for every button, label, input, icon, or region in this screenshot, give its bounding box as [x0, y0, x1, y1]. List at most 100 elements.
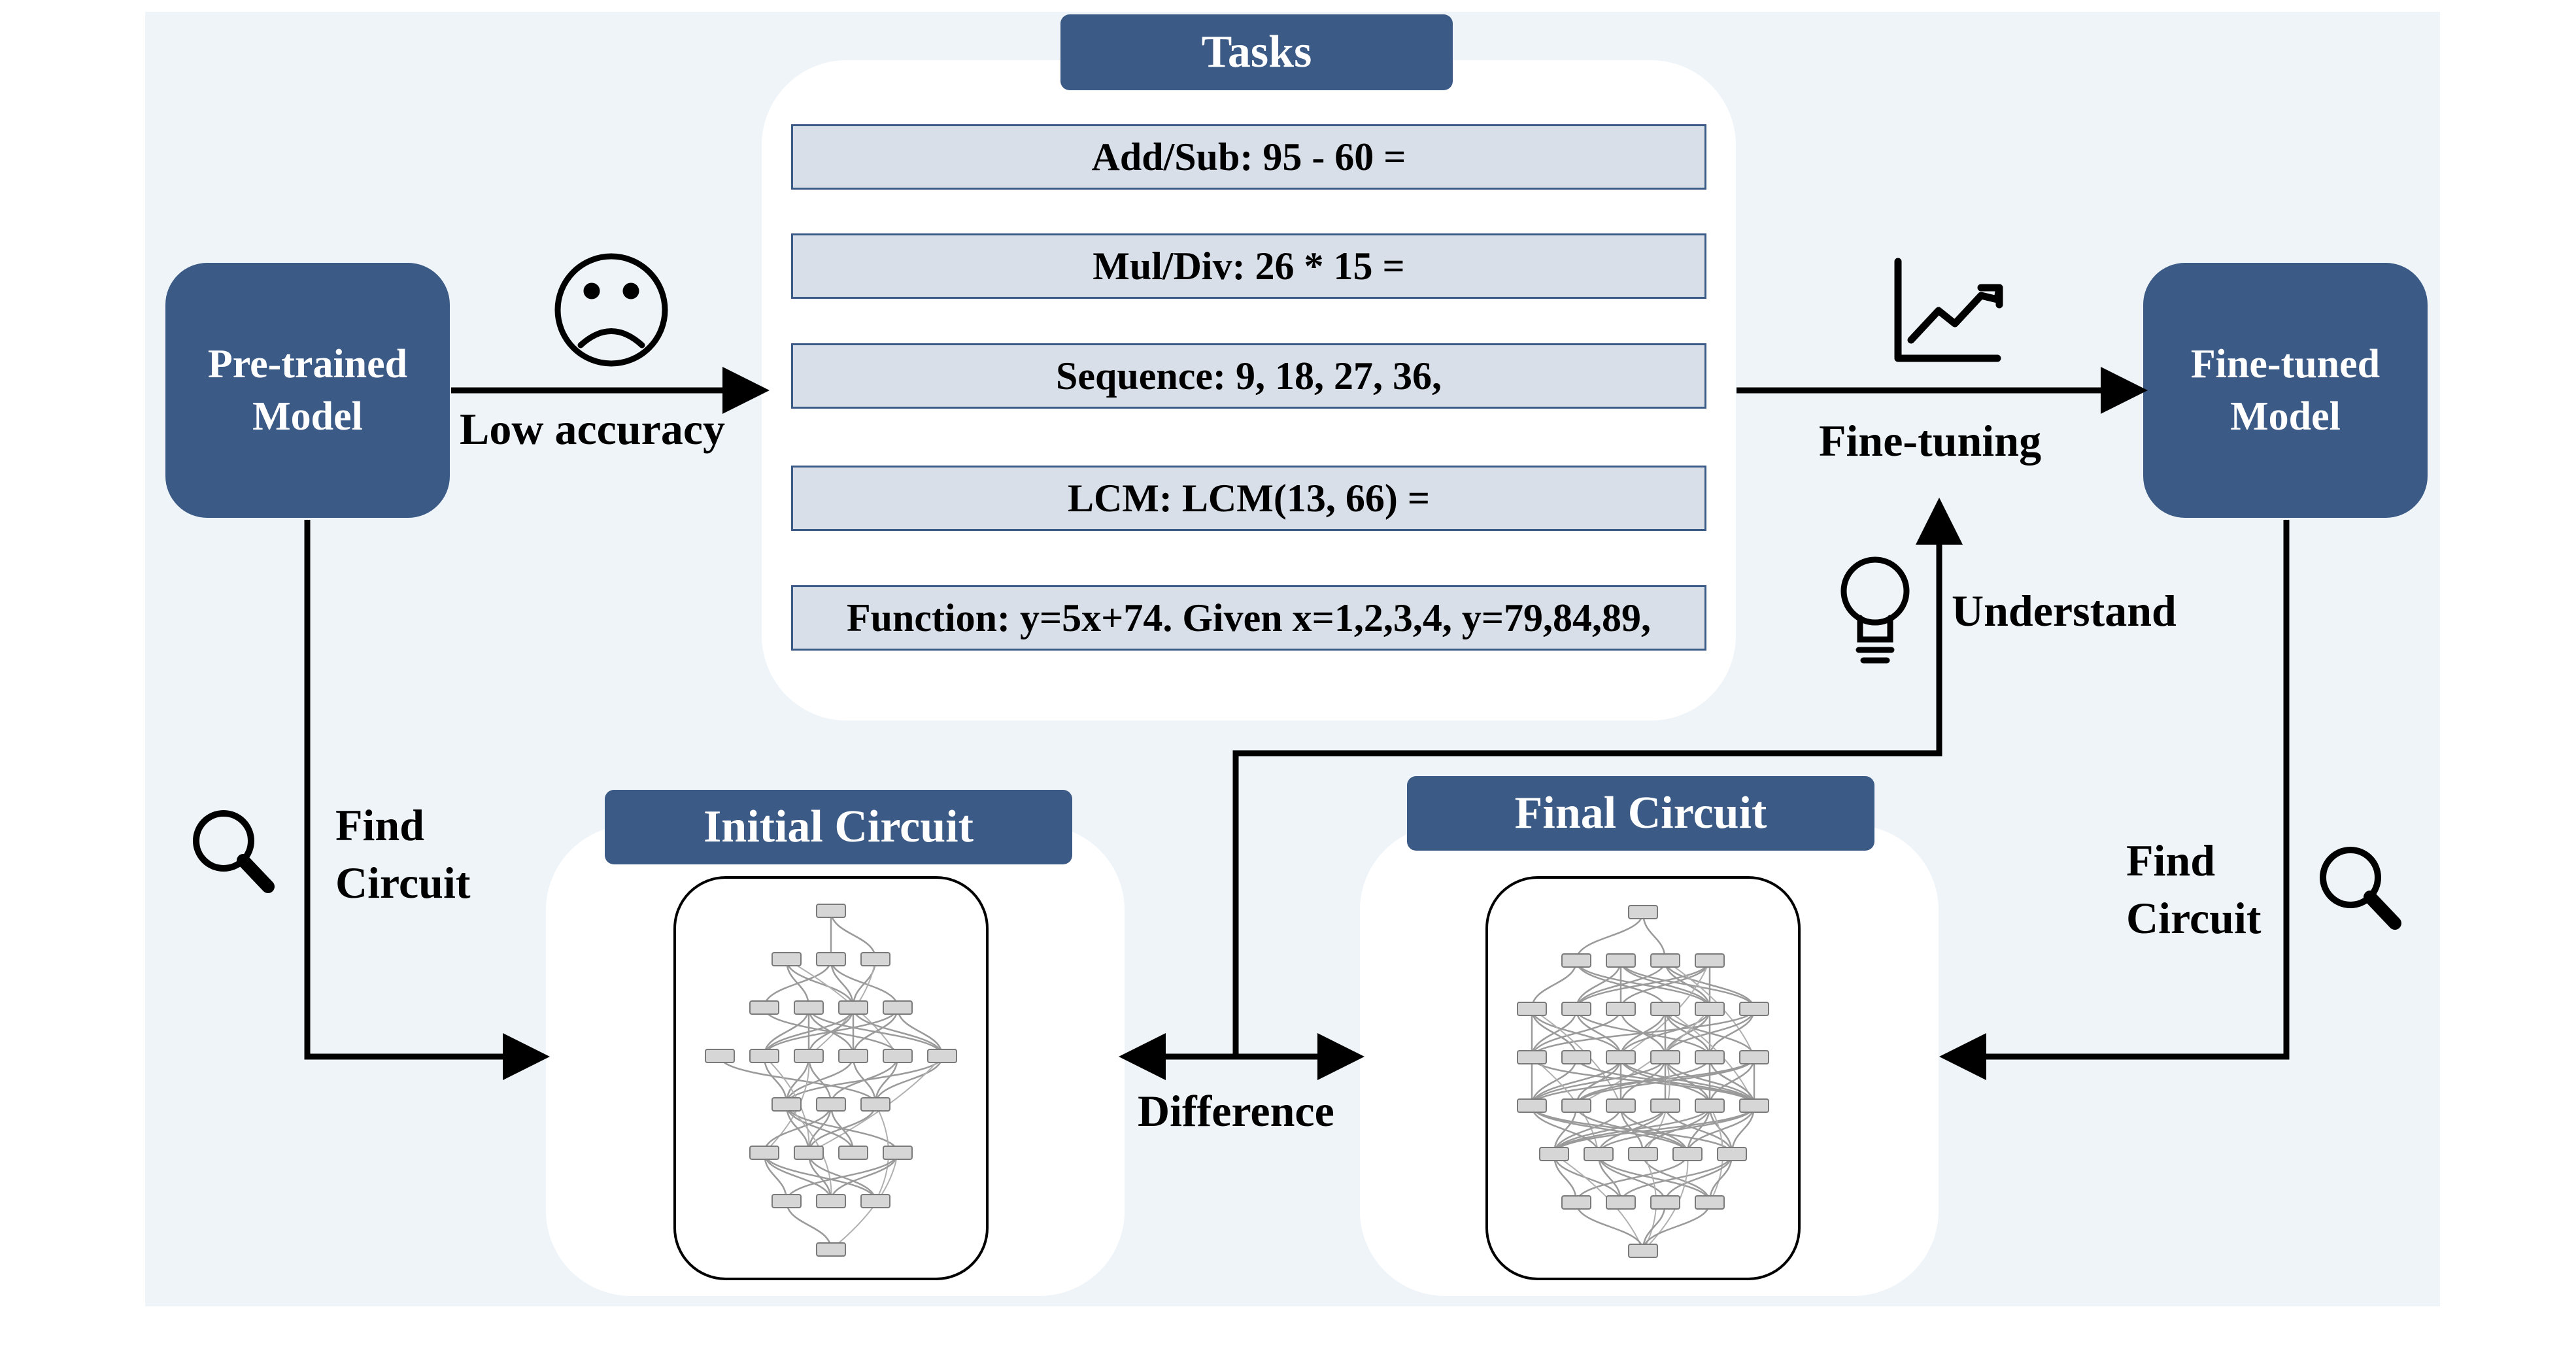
graph-edge	[1664, 1008, 1755, 1058]
graph-node	[1650, 1098, 1680, 1113]
graph-node	[838, 1000, 868, 1015]
graph-node	[1561, 1002, 1591, 1016]
graph-node	[1517, 1002, 1547, 1016]
graph-edge	[1531, 1057, 1755, 1106]
graph-edge	[1553, 1105, 1755, 1155]
graph-edge	[1664, 1057, 1711, 1106]
graph-edge	[785, 1200, 832, 1250]
graph-node	[794, 1049, 824, 1063]
low-accuracy-label: Low accuracy	[460, 404, 726, 454]
graph-edge	[830, 910, 877, 960]
find-circuit-right-line1: Find	[2126, 836, 2216, 885]
graph-node	[1695, 1050, 1725, 1064]
graph-edge	[807, 1104, 877, 1153]
graph-node	[1650, 1195, 1680, 1210]
graph-node	[794, 1000, 824, 1015]
graph-node	[1517, 1098, 1547, 1113]
growth-chart-icon	[1894, 258, 2003, 362]
graph-node	[816, 1194, 846, 1208]
graph-edge	[763, 1007, 810, 1057]
graph-edge	[1597, 1105, 1755, 1155]
finetuned-model-box: Fine-tuned Model	[2143, 263, 2428, 518]
graph-node	[749, 1000, 779, 1015]
graph-node	[1561, 1098, 1591, 1113]
final-circuit-title: Final Circuit	[1407, 776, 1874, 851]
graph-node	[816, 1242, 846, 1257]
graph-edge	[763, 1007, 855, 1057]
graph-node	[1650, 1002, 1680, 1016]
graph-edge	[763, 1104, 832, 1153]
tasks-title: Tasks	[1060, 14, 1453, 90]
graph-edge	[763, 959, 832, 1008]
arrow-pretrained-find-circuit	[304, 520, 550, 1080]
graph-edge	[785, 1055, 855, 1105]
initial-circuit-graph	[705, 904, 957, 1257]
graph-node	[1628, 1244, 1658, 1258]
task-lcm: LCM: LCM(13, 66) =	[791, 466, 1706, 531]
graph-edge	[1664, 1153, 1733, 1203]
lightbulb-icon	[1840, 556, 1910, 664]
graph-edge	[1619, 1153, 1733, 1203]
graph-node	[860, 1097, 890, 1112]
pretrained-model-line2: Model	[252, 394, 363, 439]
graph-node	[749, 1146, 779, 1160]
graph-edge	[1531, 960, 1578, 1010]
graph-edge	[1575, 1153, 1689, 1203]
graph-node	[705, 1049, 735, 1063]
magnifier-icon	[2320, 847, 2401, 930]
graph-edge	[1531, 1008, 1622, 1058]
find-circuit-left-line2: Circuit	[335, 858, 471, 908]
graph-node	[1695, 1195, 1725, 1210]
difference-label: Difference	[1138, 1086, 1334, 1136]
pretrained-model-line1: Pre-trained	[207, 342, 408, 386]
graph-edge	[1531, 1057, 1622, 1106]
task-mul-div: Mul/Div: 26 * 15 =	[791, 233, 1706, 299]
graph-node	[1606, 1002, 1636, 1016]
task-add-sub: Add/Sub: 95 - 60 =	[791, 124, 1706, 190]
graph-edge	[785, 1152, 899, 1202]
graph-node	[1695, 1098, 1725, 1113]
graph-node	[883, 1000, 913, 1015]
graph-edge	[1553, 1105, 1667, 1155]
graph-edge	[1553, 1105, 1622, 1155]
graph-edge	[874, 1055, 943, 1105]
graph-node	[1606, 1050, 1636, 1064]
graph-node	[1561, 953, 1591, 968]
graph-edge	[1575, 960, 1667, 1010]
graph-node	[1650, 1050, 1680, 1064]
graph-node	[883, 1049, 913, 1063]
graph-edge	[1597, 1153, 1711, 1203]
graph-edge	[1575, 911, 1644, 961]
find-circuit-right-label: Find Circuit	[2126, 832, 2262, 947]
graph-node	[816, 904, 846, 918]
graph-node	[1695, 1002, 1725, 1016]
graph-edge	[1575, 960, 1711, 1010]
graph-edge	[1642, 911, 1667, 961]
fine-tuning-label: Fine-tuning	[1819, 416, 2042, 466]
graph-edge	[1575, 1057, 1755, 1106]
graph-edge	[1575, 960, 1622, 1010]
graph-node	[1606, 1195, 1636, 1210]
graph-node	[1606, 1098, 1636, 1113]
finetuned-model-line1: Fine-tuned	[2190, 342, 2381, 386]
initial-circuit-title: Initial Circuit	[605, 790, 1072, 864]
graph-node	[1606, 953, 1636, 968]
graph-edge	[1642, 1202, 1711, 1251]
graph-edge	[1619, 1008, 1711, 1058]
graph-edge	[1531, 1057, 1667, 1106]
graph-edge	[852, 959, 877, 1008]
graph-node	[816, 1097, 846, 1112]
graph-edge	[1664, 960, 1711, 1010]
graph-edge	[763, 1007, 899, 1057]
find-circuit-left-label: Find Circuit	[335, 796, 471, 911]
graph-node	[860, 952, 890, 966]
graph-node	[1739, 1050, 1769, 1064]
arrow-understand	[1232, 498, 1963, 1057]
finetuned-model-line2: Model	[2230, 394, 2341, 439]
graph-node	[1695, 953, 1725, 968]
sad-face-icon	[554, 253, 668, 367]
graph-node	[927, 1049, 957, 1063]
graph-edge	[1553, 1153, 1622, 1203]
